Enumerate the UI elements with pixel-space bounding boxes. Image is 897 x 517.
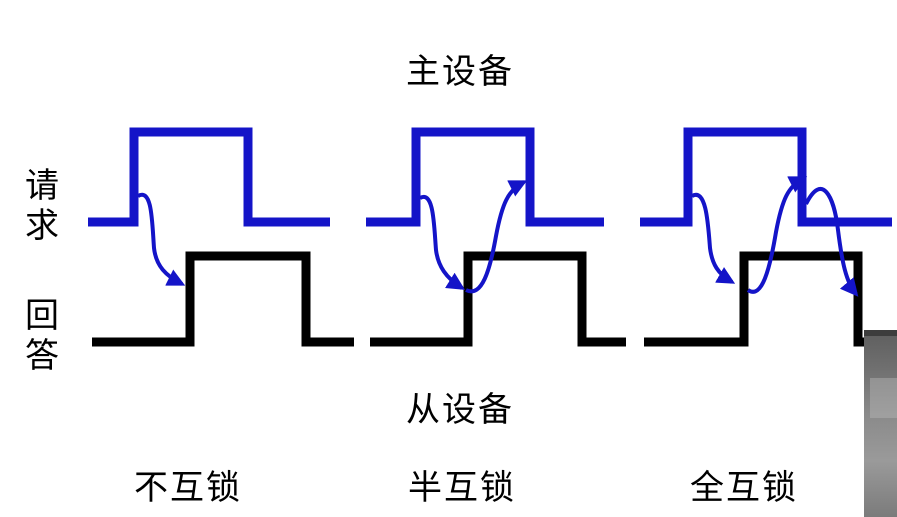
mode-label-no-interlock: 不互锁 (134, 468, 242, 508)
reply-signal-waveform (644, 251, 866, 347)
request-label-char-2: 求 (25, 206, 59, 246)
panel-full-interlock (640, 127, 892, 347)
reply-signal-waveform (370, 251, 626, 347)
request-signal-waveform (640, 127, 892, 227)
request-signal-waveform (88, 127, 330, 227)
panel-half-interlock (366, 127, 626, 347)
slave-device-label: 从设备 (406, 390, 514, 430)
mode-label-full-interlock: 全互锁 (690, 468, 798, 508)
master-device-label: 主设备 (406, 52, 514, 92)
reply-label-char-2: 答 (25, 336, 59, 376)
reply-rise-to-request-fall-arrow (746, 176, 808, 294)
reply-signal-waveform (92, 251, 354, 347)
request-fall-to-reply-fall-arrow (804, 187, 859, 297)
reply-to-request-arrow (465, 180, 528, 294)
request-signal-waveform (366, 127, 604, 227)
corner-photo-image (864, 330, 897, 517)
request-label-char-1: 请 (25, 166, 59, 206)
request-label: 请 求 (22, 166, 62, 246)
reply-label: 回 答 (22, 296, 62, 376)
panel-no-interlock (88, 127, 354, 347)
reply-label-char-1: 回 (25, 296, 59, 336)
request-to-reply-arrow (137, 192, 186, 286)
request-to-reply-arrow (419, 194, 466, 290)
mode-label-half-interlock: 半互锁 (408, 468, 516, 508)
request-rise-to-reply-rise-arrow (691, 192, 736, 284)
